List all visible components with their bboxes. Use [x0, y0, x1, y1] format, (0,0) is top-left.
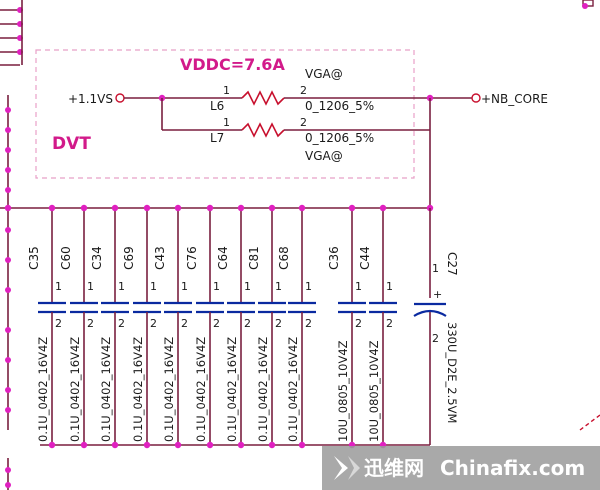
capacitor-pin1: 1 — [355, 280, 362, 293]
capacitor-pin2: 2 — [87, 317, 94, 330]
capacitor-c60: C60 1 2 0.1U_0402_16V4Z — [59, 204, 98, 449]
capacitor-pin2: 2 — [275, 317, 282, 330]
l7-pin1: 1 — [223, 116, 230, 129]
l6-ref: L6 — [210, 99, 224, 113]
c27-ref: C27 — [445, 252, 459, 276]
capacitor-pin1: 1 — [386, 280, 393, 293]
capacitor-pin2: 2 — [305, 317, 312, 330]
l7-option: VGA@ — [305, 149, 343, 163]
input-port-icon — [115, 93, 125, 103]
watermark-logo-icon — [334, 456, 348, 480]
capacitor-pin1: 1 — [87, 280, 94, 293]
c27-plus: + — [433, 288, 442, 301]
capacitor-value: 0.1U_0402_16V4Z — [225, 337, 239, 442]
c27-value: 330U_D2E_2.5VM — [445, 322, 459, 423]
l7-value: 0_1206_5% — [305, 131, 374, 145]
capacitor-value: 0.1U_0402_16V4Z — [68, 337, 82, 442]
capacitor-pin2: 2 — [213, 317, 220, 330]
l6-pin2: 2 — [300, 84, 307, 97]
current-rating-label: VDDC=7.6A — [180, 55, 285, 74]
capacitor-value: 10U_0805_10V4Z — [336, 340, 350, 442]
decoupling-capacitor-array: C35 1 2 0.1U_0402_16V4Z C60 1 2 0.1U_0402_16V4Z… — [27, 204, 397, 449]
capacitor-value: 10U_0805_10V4Z — [367, 340, 381, 442]
capacitor-ref: C64 — [216, 246, 230, 270]
l6-pin1: 1 — [223, 84, 230, 97]
capacitor-c36: C36 1 2 10U_0805_10V4Z — [327, 204, 366, 449]
capacitor-ref: C81 — [247, 246, 261, 270]
bulk-capacitor-c27: + 1 2 C27 330U_D2E_2.5VM — [413, 208, 459, 445]
capacitor-value: 0.1U_0402_16V4Z — [162, 337, 176, 442]
capacitor-ref: C60 — [59, 246, 73, 270]
capacitor-pin2: 2 — [355, 317, 362, 330]
capacitor-c64: C64 1 2 0.1U_0402_16V4Z — [216, 204, 255, 449]
capacitor-c43: C43 1 2 0.1U_0402_16V4Z — [153, 204, 192, 449]
capacitor-c69: C69 1 2 0.1U_0402_16V4Z — [122, 204, 161, 449]
capacitor-ref: C34 — [90, 246, 104, 270]
l6-option: VGA@ — [305, 67, 343, 81]
capacitor-ref: C43 — [153, 246, 167, 270]
inductor-l6-coil-icon — [241, 90, 285, 106]
capacitor-ref: C76 — [185, 246, 199, 270]
output-port-icon — [471, 93, 481, 103]
watermark-brand-cn: 迅维网 — [364, 456, 424, 480]
l7-ref: L7 — [210, 131, 224, 145]
capacitor-value: 0.1U_0402_16V4Z — [286, 337, 300, 442]
capacitor-pin1: 1 — [305, 280, 312, 293]
output-net-label: +NB_CORE — [481, 92, 548, 106]
capacitor-c81: C81 1 2 0.1U_0402_16V4Z — [247, 204, 286, 449]
l7-pin2: 2 — [300, 116, 307, 129]
capacitor-c35: C35 1 2 0.1U_0402_16V4Z — [27, 204, 66, 449]
capacitor-pin1: 1 — [55, 280, 62, 293]
capacitor-value: 0.1U_0402_16V4Z — [36, 337, 50, 442]
capacitor-c34: C34 1 2 0.1U_0402_16V4Z — [90, 204, 129, 449]
capacitor-pin1: 1 — [213, 280, 220, 293]
capacitor-pin2: 2 — [181, 317, 188, 330]
capacitor-value: 0.1U_0402_16V4Z — [99, 337, 113, 442]
watermark-brand-en: Chinafix.com — [440, 456, 585, 480]
stage-tag-label: DVT — [52, 134, 91, 154]
capacitor-c44: C44 1 2 10U_0805_10V4Z — [358, 204, 397, 449]
option-group-box — [35, 49, 415, 179]
capacitor-pin1: 1 — [181, 280, 188, 293]
capacitor-ref: C68 — [277, 246, 291, 270]
l6-value: 0_1206_5% — [305, 99, 374, 113]
capacitor-c68: C68 1 2 0.1U_0402_16V4Z — [277, 204, 316, 449]
capacitor-value: 0.1U_0402_16V4Z — [194, 337, 208, 442]
capacitor-pin1: 1 — [244, 280, 251, 293]
capacitor-pin1: 1 — [275, 280, 282, 293]
capacitor-pin2: 2 — [55, 317, 62, 330]
capacitor-ref: C35 — [27, 246, 41, 270]
capacitor-ref: C44 — [358, 246, 372, 270]
capacitor-pin1: 1 — [118, 280, 125, 293]
c27-pin2: 2 — [432, 332, 439, 345]
c27-pin1: 1 — [432, 262, 439, 275]
capacitor-pin1: 1 — [150, 280, 157, 293]
capacitor-c76: C76 1 2 0.1U_0402_16V4Z — [185, 204, 224, 449]
capacitor-pin2: 2 — [118, 317, 125, 330]
capacitor-pin2: 2 — [150, 317, 157, 330]
capacitor-ref: C69 — [122, 246, 136, 270]
capacitor-pin2: 2 — [386, 317, 393, 330]
capacitor-ref: C36 — [327, 246, 341, 270]
capacitor-value: 0.1U_0402_16V4Z — [256, 337, 270, 442]
inductor-l7-coil-icon — [241, 122, 285, 138]
watermark: 迅维网 Chinafix.com — [322, 446, 600, 490]
input-net-label: +1.1VS — [68, 92, 113, 106]
capacitor-pin2: 2 — [244, 317, 251, 330]
capacitor-value: 0.1U_0402_16V4Z — [131, 337, 145, 442]
